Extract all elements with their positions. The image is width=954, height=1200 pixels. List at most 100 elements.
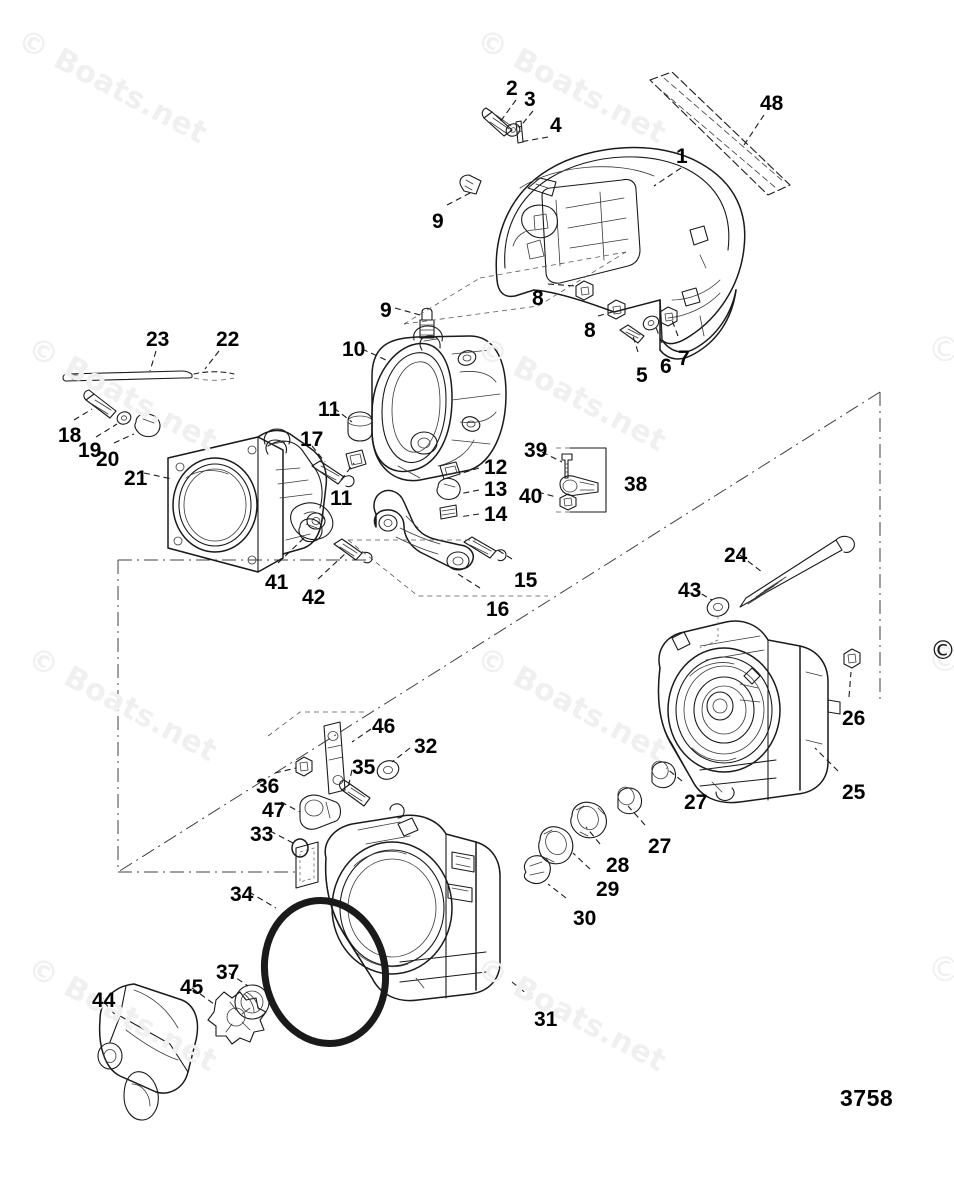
callout-6: 6	[660, 355, 672, 378]
part-33-o-ring-small	[291, 838, 309, 858]
part-34-o-ring-large	[260, 896, 390, 1048]
leader-line-9	[446, 191, 473, 206]
part-44-impeller-housing	[97, 983, 199, 1121]
part-12-washer	[439, 461, 461, 480]
leader-line-21	[143, 472, 173, 480]
part-9-grommet-upper	[459, 174, 482, 195]
part-11-bushing-a	[347, 411, 373, 442]
figure-number: 3758	[840, 1085, 894, 1111]
part-31-gimbal-housing	[295, 803, 501, 1002]
part-26-nut	[843, 648, 861, 669]
callout-21: 21	[124, 467, 148, 490]
assembly-dash-frames	[267, 251, 627, 737]
callout-48: 48	[760, 92, 784, 115]
leader-line-11	[333, 407, 353, 423]
part-30-snap-ring	[523, 855, 551, 885]
leader-line-2	[499, 99, 517, 123]
callout-19: 19	[78, 439, 102, 462]
part-27-spacer-a	[651, 760, 677, 789]
part-2-bolt	[481, 107, 513, 137]
leader-line-16	[457, 573, 481, 589]
leader-line-46	[351, 728, 372, 743]
callout-35: 35	[352, 756, 376, 779]
part-29-bearing	[538, 826, 574, 865]
leader-line-40	[537, 491, 557, 498]
callout-4: 4	[550, 114, 562, 137]
leader-line-44	[103, 1001, 119, 1019]
part-38-kit-bracket	[556, 447, 607, 513]
part-6-washer	[642, 315, 660, 331]
callout-1: 1	[676, 145, 688, 168]
callout-23: 23	[146, 328, 170, 351]
callout-37: 37	[216, 961, 240, 984]
callout-32: 32	[414, 735, 438, 758]
part-5-bolt	[619, 324, 645, 344]
callout-17: 17	[300, 428, 324, 451]
leader-line-45	[191, 987, 215, 1005]
callout-11: 11	[330, 487, 353, 510]
leader-line-1	[653, 167, 682, 187]
callout-27: 27	[684, 791, 708, 814]
leader-line-20	[113, 433, 135, 444]
leader-line-25	[814, 747, 839, 772]
callout-40: 40	[519, 485, 543, 508]
part-47-fitting	[299, 794, 342, 830]
callout-28: 28	[606, 854, 630, 877]
leader-line-23	[149, 350, 157, 372]
part-37-seal	[234, 984, 270, 1020]
part-28-bearing	[570, 801, 607, 839]
part-3-washer	[505, 123, 521, 137]
part-8-nut-b	[607, 299, 626, 320]
leader-line-24	[739, 554, 763, 573]
leader-line-42	[317, 552, 347, 580]
part-43-washer	[699, 597, 730, 649]
leader-line-5	[631, 332, 639, 353]
callout-26: 26	[842, 707, 866, 730]
part-25-bell-housing	[657, 620, 841, 804]
callout-18: 18	[58, 424, 82, 447]
leader-line-31	[511, 981, 533, 999]
callout-9: 9	[380, 299, 392, 322]
leader-line-39	[541, 451, 563, 463]
leader-line-12	[458, 467, 480, 475]
leader-line-6	[654, 324, 663, 344]
callout-7: 7	[678, 347, 690, 370]
leader-line-11	[340, 462, 355, 481]
leader-line-14	[458, 513, 480, 518]
part-36-nut	[295, 756, 313, 777]
part-48-trim-strip	[649, 71, 791, 196]
fasteners-upper	[459, 107, 678, 344]
callout-30: 30	[573, 907, 597, 930]
leader-line-37	[228, 972, 249, 987]
copyright-icon: ©	[930, 636, 954, 666]
callout-38: 38	[624, 473, 648, 496]
callout-14: 14	[484, 503, 508, 526]
part-13-bushing	[436, 477, 461, 500]
part-9-grommet-lower	[419, 307, 435, 339]
callout-45: 45	[180, 976, 204, 999]
leader-line-41	[277, 536, 306, 564]
part-15-bolt	[463, 536, 507, 562]
leader-line-36	[274, 767, 297, 774]
callout-27: 27	[648, 835, 672, 858]
leader-line-18	[73, 408, 93, 421]
leader-line-30	[547, 883, 567, 899]
callout-25: 25	[842, 781, 866, 804]
leader-line-43	[692, 588, 713, 601]
callout-12: 12	[484, 456, 508, 479]
callout-22: 22	[216, 328, 240, 351]
leader-line-4	[519, 136, 549, 143]
part-40-nut	[559, 493, 577, 511]
leader-line-35	[347, 769, 353, 789]
leader-line-26	[848, 671, 852, 698]
leader-line-48	[741, 114, 765, 149]
callout-9: 9	[432, 210, 444, 233]
leader-line-27	[665, 767, 683, 782]
part-22-retainer	[193, 371, 235, 381]
part-24-long-bolt	[739, 535, 855, 608]
leader-line-22	[204, 350, 220, 370]
callout-8: 8	[584, 319, 596, 342]
callout-15: 15	[514, 569, 538, 592]
callout-13: 13	[484, 478, 508, 501]
